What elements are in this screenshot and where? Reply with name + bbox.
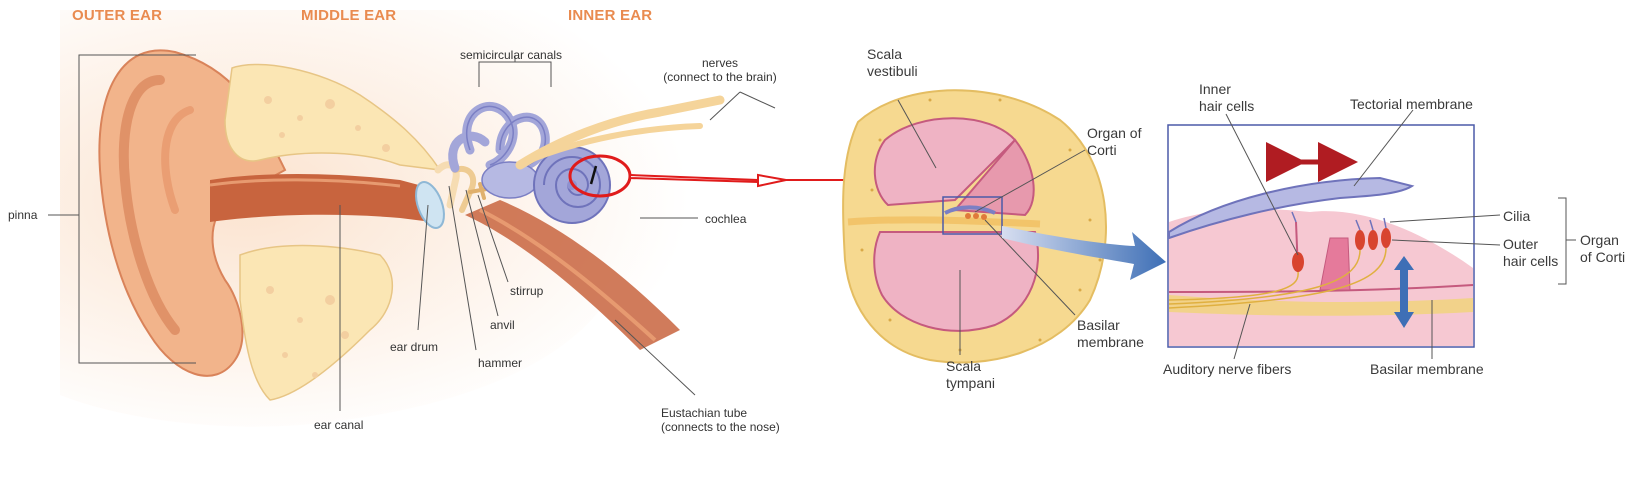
inner-hair-cell-shape: [1292, 221, 1304, 273]
semicircular-canals-bracket: [478, 56, 552, 87]
zoom-arrow: [1002, 226, 1166, 280]
anvil-leader: [465, 189, 499, 317]
outer-hair-cells-leader: [1391, 239, 1501, 246]
organ-of-corti-label-line1: Organ of: [1087, 125, 1142, 141]
middle-ear-heading: MIDDLE EAR: [301, 7, 397, 24]
scala-tympani-shape: [873, 231, 1040, 332]
scala-tympani-label-line2: tympani: [946, 375, 996, 391]
ear-leader-lines: [48, 54, 776, 411]
organ-of-corti-detail-label-line2: of Corti: [1580, 249, 1626, 265]
eustachian-tube-highlight: [479, 208, 657, 342]
hammer-label: hammer: [478, 356, 523, 370]
hammer-leader: [448, 185, 477, 351]
organ-of-corti-detail: [1167, 124, 1475, 348]
stirrup-label: stirrup: [510, 284, 544, 298]
organ-of-corti-detail-label-line1: Organ: [1580, 232, 1619, 248]
pinna-label: pinna: [8, 208, 38, 222]
organ-of-corti-bracket: [1558, 197, 1576, 285]
stirrup-leader: [477, 194, 509, 283]
temporal-bone-lower: [239, 244, 394, 401]
basilar-membrane-leader: [984, 219, 1076, 316]
cilia-label: Cilia: [1503, 208, 1531, 224]
eustachian-tube-label-line1: Eustachian tube: [661, 406, 748, 420]
ear-drum-shape: [415, 181, 445, 229]
basilar-motion-arrow: [1394, 256, 1414, 328]
cilia-leader: [1389, 214, 1501, 223]
pinna-fold: [118, 75, 180, 335]
eustachian-tube-label-line2: (connects to the nose): [661, 420, 780, 434]
cilia-shape: [1291, 211, 1387, 231]
tectorial-membrane-label: Tectorial membrane: [1350, 96, 1473, 112]
ear-canal-shape: [210, 174, 432, 222]
scala-tympani-label-line1: Scala: [946, 358, 982, 374]
inner-hair-cells-leader: [1225, 113, 1299, 256]
nerve-fibers-shape: [1168, 247, 1387, 309]
organ-of-corti-small: [944, 205, 996, 215]
organ-of-corti-small-cells: [965, 213, 987, 220]
basilar-membrane-label-line2: membrane: [1077, 334, 1144, 350]
detail-leader-lines: [1225, 109, 1576, 360]
organ-of-corti-zoom-box: [942, 196, 1003, 235]
auditory-nerve-band: [1169, 295, 1473, 316]
section-leader-lines: [897, 99, 1086, 355]
cochlea-slice-mark: [589, 165, 598, 185]
nerves-shape: [515, 95, 725, 170]
nerves-label-line1: nerves: [701, 56, 739, 70]
basilar-membrane-shape: [1168, 284, 1474, 293]
eustachian-leader: [614, 319, 696, 396]
nerves-leader-2: [739, 91, 776, 109]
basilar-membrane-detail-label: Basilar membrane: [1370, 361, 1484, 377]
organ-of-corti-label-line2: Corti: [1087, 142, 1117, 158]
tectorial-membrane-shape: [1168, 176, 1415, 240]
scala-vestibuli-leader: [897, 99, 937, 169]
scala-vestibuli-label-line1: Scala: [867, 46, 903, 62]
cochlea-cross-section: [842, 89, 1107, 364]
inner-hair-cells-label-line2: hair cells: [1199, 98, 1255, 114]
semicircular-canals-label: semicircular canals: [460, 48, 563, 62]
auditory-nerve-fibers-label: Auditory nerve fibers: [1163, 361, 1292, 377]
pinna-bracket: [78, 54, 196, 364]
outer-hair-cells-label-line2: hair cells: [1503, 253, 1559, 269]
ear-drum-label: ear drum: [390, 340, 439, 354]
inner-ear-heading: INNER EAR: [568, 7, 653, 24]
basilar-membrane-label-line1: Basilar: [1077, 317, 1120, 333]
bone-texture: [264, 96, 390, 378]
ear-canal-label: ear canal: [314, 418, 364, 432]
ear-drum-leader: [417, 204, 429, 331]
outer-ear-heading: OUTER EAR: [72, 7, 163, 24]
outer-hair-cells-shape: [1355, 228, 1391, 250]
scala-vestibuli-label-line2: vestibuli: [867, 63, 918, 79]
nerves-leader-1: [709, 91, 741, 121]
nerves-label-line2: (connect to the brain): [663, 70, 777, 84]
tectorial-membrane-leader: [1353, 109, 1414, 187]
auditory-nerve-fibers-leader: [1233, 303, 1251, 360]
cross-section-texture: [860, 98, 1102, 352]
nerve-band: [847, 216, 1041, 228]
cochlea-label: cochlea: [705, 212, 747, 226]
anvil-label: anvil: [490, 318, 515, 332]
whole-ear-illustration: [60, 10, 800, 427]
ear-canal-lining: [209, 178, 401, 188]
outer-hair-cells-label-line1: Outer: [1503, 236, 1539, 252]
organ-of-corti-leader: [974, 149, 1086, 213]
vestibule-shape: [481, 161, 539, 199]
pinna-inner-fold: [161, 106, 194, 214]
inner-hair-cells-label-line1: Inner: [1199, 81, 1231, 97]
